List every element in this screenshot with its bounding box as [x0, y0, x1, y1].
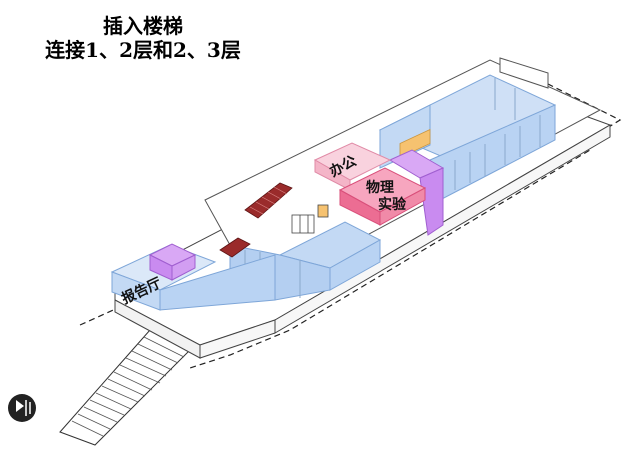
- title-line-1: 插入楼梯: [103, 14, 183, 38]
- physics-lab-label-1: 物理: [366, 179, 394, 196]
- purple-vertical-shaft: [388, 149, 445, 236]
- lecture-hall-block: [110, 243, 276, 311]
- title-line-2: 连接1、2层和2、3层: [45, 38, 241, 62]
- office-room: [313, 142, 392, 191]
- physics-lab-room: [338, 167, 427, 226]
- north-arrow-icon: [8, 394, 36, 422]
- orange-stair-core: [399, 128, 431, 159]
- diagram-title: 插入楼梯 连接1、2层和2、3层: [18, 14, 268, 62]
- inserted-stair-lower: [219, 237, 251, 258]
- physics-lab-label-2: 实验: [378, 196, 407, 213]
- inserted-stair-upper: [244, 182, 293, 219]
- center-frame-elements: [291, 204, 329, 234]
- entrance-ramp-stair: [59, 329, 191, 446]
